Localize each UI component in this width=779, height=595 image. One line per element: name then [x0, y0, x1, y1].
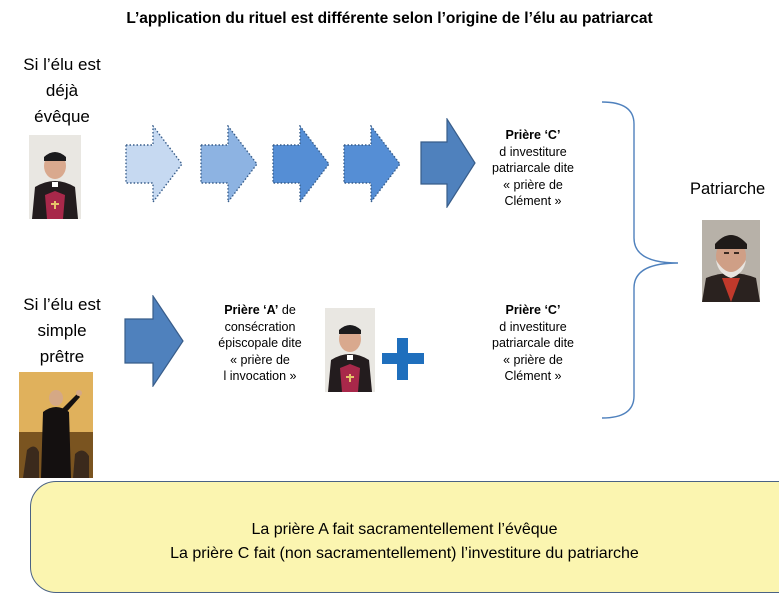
arrow-step-4	[343, 125, 401, 203]
priest-photo	[19, 372, 93, 478]
prayer-a-line: épiscopale dite	[218, 336, 302, 350]
prayer-c-bottom-title: Prière ‘C’	[505, 303, 561, 317]
prayer-c-top-line: d investiture	[499, 144, 567, 159]
plus-icon	[380, 336, 426, 382]
patriarch-label: Patriarche	[690, 180, 766, 198]
arrow-step-2	[200, 125, 258, 203]
note-line-2: La prière C fait (non sacramentellement)…	[170, 545, 639, 562]
prayer-a-line: « prière de	[230, 352, 290, 367]
prayer-c-top-title: Prière ‘C’	[505, 128, 561, 142]
case-priest-line: Si l’élu est	[23, 295, 101, 314]
prayer-a-title: Prière ‘A’ de	[196, 302, 324, 319]
prayer-c-top-line: Clément »	[504, 194, 562, 208]
prayer-a-name: Prière ‘A’	[224, 303, 279, 317]
case-bishop-line: déjà	[45, 81, 79, 100]
prayer-c-bottom-line: Clément »	[504, 369, 562, 383]
prayer-a: Prière ‘A’ de consécration épiscopale di…	[196, 302, 324, 385]
note-box	[30, 481, 779, 593]
bishop-photo	[29, 135, 81, 219]
arrow-step-3	[272, 125, 330, 203]
prayer-a-line: consécration	[224, 319, 296, 334]
arrow-priest	[124, 295, 184, 387]
case-bishop-label: Si l’élu est déjà évêque	[12, 52, 112, 130]
bishop-photo-small	[325, 308, 375, 392]
prayer-c-bottom-line: d investiture	[499, 319, 567, 334]
prayer-c-bottom-line: patriarcale dite	[492, 336, 574, 350]
merge-bracket	[600, 100, 680, 420]
case-priest-label: Si l’élu est simple prêtre	[12, 292, 112, 370]
arrow-step-5	[420, 118, 476, 208]
prayer-c-bottom: Prière ‘C’ d investiture patriarcale dit…	[468, 302, 598, 385]
case-bishop-line: évêque	[34, 107, 90, 126]
arrow-step-1	[125, 125, 183, 203]
note-line-1: La prière A fait sacramentellement l’évê…	[251, 521, 558, 538]
case-bishop-line: Si l’élu est	[23, 55, 101, 74]
prayer-a-name-suffix: de	[278, 303, 296, 317]
case-priest-line: simple	[37, 321, 87, 340]
patriarch-photo	[702, 220, 760, 302]
prayer-c-top: Prière ‘C’ d investiture patriarcale dit…	[468, 127, 598, 210]
prayer-a-line: l invocation »	[223, 369, 297, 383]
prayer-c-top-line: « prière de	[503, 177, 563, 192]
case-priest-line: prêtre	[39, 347, 85, 366]
slide-title: L’application du rituel est différente s…	[126, 10, 653, 27]
prayer-c-top-line: patriarcale dite	[492, 161, 574, 175]
prayer-c-bottom-line: « prière de	[503, 352, 563, 367]
